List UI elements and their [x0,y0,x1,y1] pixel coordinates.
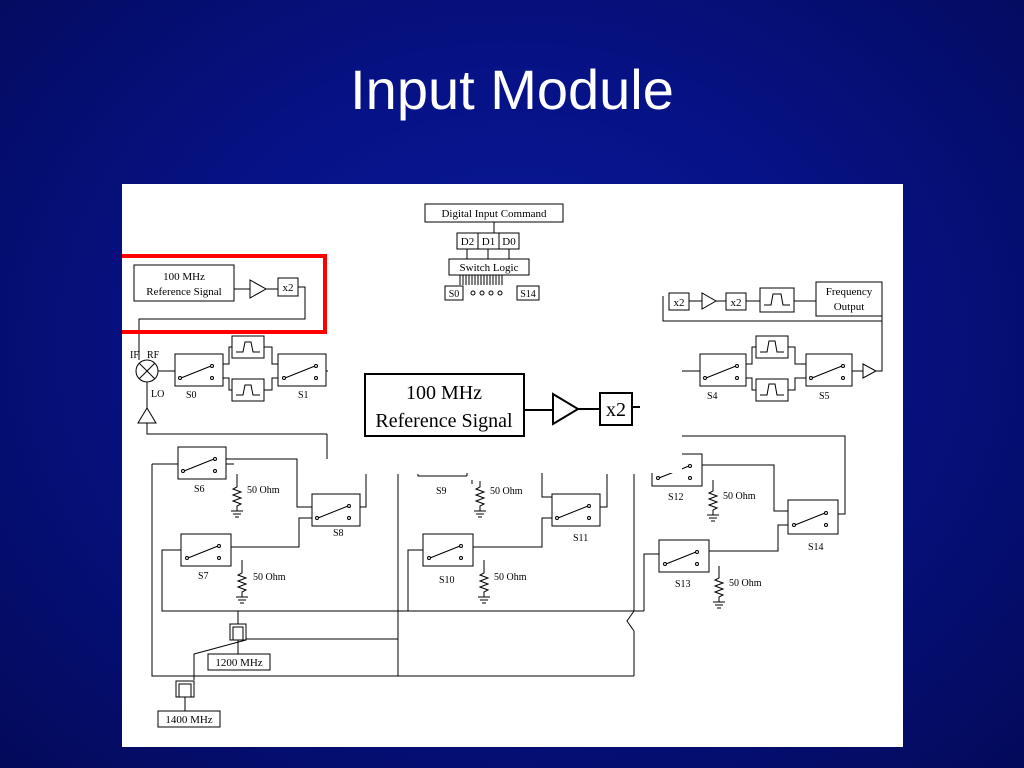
mixer-lo-label: LO [151,389,164,400]
digital-input-command-label: Digital Input Command [441,208,547,220]
final-amplifier-icon [862,363,878,379]
combiner-1400-label: 1400 MHz [165,714,212,726]
filter-d-box [755,378,789,402]
filter-d-icon [760,383,784,396]
zoom-doubler-box [599,392,633,426]
zoom-reference-signal-box [364,373,525,437]
filter-a-box [231,335,265,359]
input-module-diagram: Digital Input Command D2 D1 D0 Switch Lo… [117,203,883,728]
combiner-1200-box [207,653,271,671]
load-s10-icon [477,566,491,604]
logic-output-bus [459,275,503,285]
lo-amplifier-icon [137,407,157,424]
switch-s4-box [699,353,747,387]
combiner-1200-label: 1200 MHz [215,657,262,669]
load-s7-label: 50 Ohm [253,572,286,583]
load-s9-label: 50 Ohm [490,486,523,497]
load-s12-label: 50 Ohm [723,491,756,502]
load-s6-label: 50 Ohm [247,485,280,496]
reference-signal-box [133,264,235,302]
reference-signal-line2: Reference Signal [146,286,221,298]
switch-logic-box [448,258,530,276]
load-s12-icon [706,484,720,522]
logic-out-s14-label: S14 [520,289,536,300]
switch-s12-label: S12 [668,492,684,503]
switch-s1-label: S1 [298,390,309,401]
switch-logic-label: Switch Logic [460,262,519,274]
switch-s11-box [551,493,601,527]
combiner-1200-icon [229,623,247,641]
switch-s1-box [277,353,327,387]
switch-s5-box [805,353,853,387]
logic-out-s14-box [516,285,540,301]
output-filter-icon [764,293,790,306]
output-filter-box [759,287,795,313]
switch-s11-label: S11 [573,533,588,544]
bit-d0: D0 [502,236,516,248]
switch-s4-label: S4 [707,391,718,402]
frequency-output-line2: Output [834,301,865,313]
filter-b-box [231,378,265,402]
switch-s13-box [658,539,710,573]
switch-s6-label: S6 [194,484,205,495]
switch-s8-label: S8 [333,528,344,539]
load-s9-icon [473,480,487,518]
switch-s5-label: S5 [819,391,830,402]
switch-s14-label: S14 [808,542,824,553]
reference-signal-line1: 100 MHz [163,271,205,283]
filter-b-icon [236,384,260,396]
filter-c-icon [760,340,784,353]
switch-s7-label: S7 [198,571,209,582]
bit-d2: D2 [461,236,474,248]
zoom-callout-backdrop [328,336,682,473]
switch-s10-box [422,533,474,567]
combiner-1400-box [157,710,221,728]
bit-d1: D1 [482,236,495,248]
output-doubler-a-label: x2 [674,297,685,309]
switch-s13-label: S13 [675,579,691,590]
switch-s6-box [177,446,227,480]
load-s10-label: 50 Ohm [494,572,527,583]
switch-s10-label: S10 [439,575,455,586]
switch-s14-box [787,499,839,535]
reference-doubler-label: x2 [283,282,294,294]
mixer-rf-label: RF [147,350,160,361]
output-amplifier-icon [701,292,718,310]
load-s13-label: 50 Ohm [729,578,762,589]
load-s6-icon [230,480,244,518]
switch-s7-box [180,533,232,567]
reference-amplifier-icon [249,279,268,299]
switch-s8-box [311,493,361,527]
logic-out-s0-box [444,285,464,301]
zoom-reference-line1: 100 MHz [406,382,482,404]
diagram-panel: Digital Input Command D2 D1 D0 Switch Lo… [117,184,903,747]
switch-s0-box [174,353,224,387]
frequency-output-line1: Frequency [826,286,873,298]
mixer-if-label: IF [130,350,139,361]
filter-a-icon [236,341,260,353]
filter-c-box [755,335,789,359]
frequency-output-box [815,281,883,317]
logic-out-s0-label: S0 [449,289,460,300]
slide-title: Input Module [350,58,674,121]
load-s7-icon [235,566,249,604]
switch-s9-label: S9 [436,486,447,497]
zoom-reference-line2: Reference Signal [375,410,513,432]
load-s13-icon [712,571,726,609]
switch-s0-label: S0 [186,390,197,401]
output-doubler-b-label: x2 [731,297,742,309]
zoom-amplifier-icon [552,392,580,426]
zoom-doubler-label: x2 [606,399,626,421]
